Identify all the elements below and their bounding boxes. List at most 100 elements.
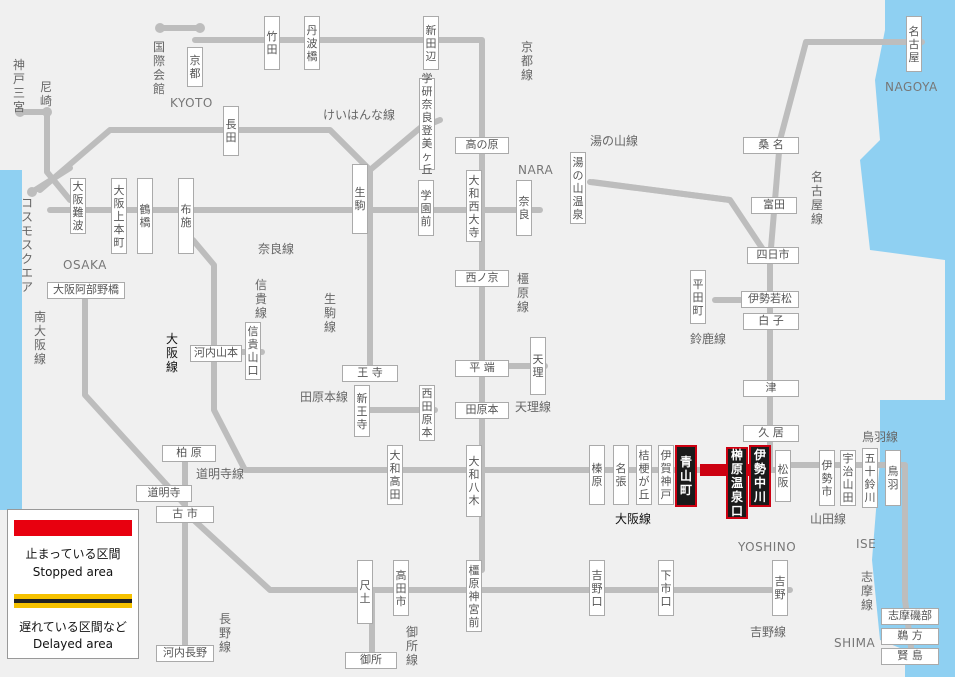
- line-kyoto: [192, 37, 485, 573]
- station-isewakamatsu[interactable]: 伊勢若松: [741, 291, 799, 308]
- sea-east: [860, 0, 955, 677]
- station-nishitawaramoto[interactable]: 西田原本: [419, 385, 435, 441]
- station-gakuenmae[interactable]: 学園前: [418, 180, 434, 236]
- station-tsu[interactable]: 津: [743, 380, 799, 397]
- junction-kokusai: [155, 23, 165, 33]
- station-takanohara[interactable]: 高の原: [455, 137, 509, 154]
- line-label-minamiosakasen: 南大阪線: [33, 310, 46, 366]
- station-nagoya[interactable]: 名古屋: [906, 16, 922, 72]
- station-shimoichiguchi[interactable]: 下市口: [658, 560, 674, 616]
- station-aoyamacho[interactable]: 青山町: [675, 445, 697, 507]
- station-ugata[interactable]: 鵜 方: [881, 628, 939, 645]
- station-hase[interactable]: 榛原: [589, 445, 605, 505]
- line-yoshino: [182, 509, 793, 593]
- station-ikoma[interactable]: 生駒: [352, 164, 368, 234]
- line-keihanna: [37, 117, 443, 193]
- station-kashiharajingumae[interactable]: 橿原神宮前: [466, 560, 482, 632]
- station-cosmosquare: コスモスクエア: [20, 196, 33, 294]
- line-label-osakasen2: 大阪線: [615, 512, 652, 526]
- station-isenakagawa[interactable]: 伊勢中川: [749, 445, 771, 507]
- legend: 止まっている区間 Stopped area 遅れている区間など Delayed …: [7, 509, 139, 659]
- station-oji[interactable]: 王 寺: [342, 365, 398, 382]
- station-kawachinagano[interactable]: 河内長野: [156, 645, 214, 662]
- station-yoshino[interactable]: 吉野: [772, 560, 788, 616]
- station-fuse[interactable]: 布施: [178, 178, 194, 254]
- station-kawachiyamamoto[interactable]: 河内山本: [190, 345, 242, 362]
- station-hirahata[interactable]: 平 端: [455, 360, 509, 377]
- legend-stopped-swatch: [14, 520, 132, 536]
- city-city_kyoto: KYOTO: [170, 96, 213, 110]
- line-label-suzukasen: 鈴鹿線: [690, 332, 727, 346]
- station-nara[interactable]: 奈良: [516, 180, 532, 236]
- station-toba[interactable]: 鳥羽: [885, 450, 901, 506]
- line-label-kyotosen: 京都線: [520, 40, 533, 82]
- station-yunoyamaonsen[interactable]: 湯の山温泉: [570, 152, 586, 224]
- station-shiroko[interactable]: 白 子: [743, 313, 799, 330]
- station-yokkaichi[interactable]: 四日市: [747, 247, 799, 264]
- line-label-yamadasen: 山田線: [810, 512, 847, 526]
- line-cosmo: [29, 165, 73, 195]
- city-city_osaka: OSAKA: [63, 258, 107, 272]
- station-osakanamba[interactable]: 大阪難波: [70, 178, 86, 234]
- station-yamatotakada[interactable]: 大和高田: [387, 445, 403, 505]
- station-kashiwara[interactable]: 柏 原: [162, 445, 216, 462]
- station-shimaisobe[interactable]: 志摩磯部: [881, 608, 939, 625]
- station-tambabashi[interactable]: 丹波橋: [304, 16, 320, 70]
- station-shin_oji[interactable]: 新王寺: [354, 385, 370, 437]
- station-hiratacho[interactable]: 平田町: [690, 270, 706, 324]
- station-ujiyamada[interactable]: 宇治山田: [840, 450, 856, 506]
- station-nishinokyo[interactable]: 西ノ京: [455, 270, 509, 287]
- city-city_shima: SHIMA: [834, 636, 876, 650]
- city-city_ise: ISE: [856, 537, 877, 551]
- station-kyoto[interactable]: 京都: [187, 47, 203, 87]
- line-label-gosesen: 御所線: [405, 625, 418, 667]
- station-kashikojima[interactable]: 賢 島: [881, 648, 939, 665]
- station-matsusaka[interactable]: 松阪: [775, 450, 791, 502]
- station-kobesannomiya: 神戸三宮: [12, 58, 25, 114]
- station-nabari[interactable]: 名張: [613, 445, 629, 505]
- station-gose[interactable]: 御所: [345, 652, 397, 669]
- line-label-shimasen: 志摩線: [860, 570, 873, 612]
- station-ten_ri[interactable]: 天理: [530, 337, 546, 395]
- station-kikyogaoka[interactable]: 桔梗が丘: [636, 445, 652, 505]
- station-tomida[interactable]: 富田: [751, 197, 797, 214]
- station-takeda[interactable]: 竹田: [264, 16, 280, 70]
- station-domyoji[interactable]: 道明寺: [136, 485, 192, 502]
- station-kuwana[interactable]: 桑 名: [743, 137, 799, 154]
- station-isuzugawa[interactable]: 五十鈴川: [862, 448, 878, 508]
- station-takadashi[interactable]: 高田市: [393, 560, 409, 616]
- station-nagaoka[interactable]: 長田: [223, 106, 239, 156]
- station-iseshi[interactable]: 伊勢市: [819, 450, 835, 506]
- station-shintanabe[interactable]: 新田辺: [423, 16, 439, 70]
- legend-stopped-en: Stopped area: [32, 565, 114, 579]
- line-label-tenrisen: 天理線: [515, 400, 552, 414]
- junction-amagasaki: [42, 107, 52, 117]
- sea-west: [0, 170, 22, 510]
- line-label-toba_sen: 鳥羽線: [862, 430, 899, 444]
- station-yamatosaidaiji[interactable]: 大和西大寺: [466, 170, 482, 242]
- station-hisai[interactable]: 久 居: [743, 425, 799, 442]
- junction-cosmo: [27, 187, 37, 197]
- station-shi[interactable]: 尺土: [357, 560, 373, 624]
- station-amagasaki: 尼崎: [39, 80, 52, 108]
- station-osakaabenobashi[interactable]: 大阪阿部野橋: [47, 282, 125, 299]
- station-igakambe[interactable]: 伊賀神戸: [658, 445, 674, 505]
- line-label-kashiharasen: 橿原線: [516, 272, 529, 314]
- line-label-yoshinosen: 吉野線: [750, 625, 787, 639]
- station-gakkennarat[interactable]: 学研奈良登美ヶ丘: [419, 72, 435, 176]
- station-yamatoyagi[interactable]: 大和八木: [466, 445, 482, 517]
- legend-stopped-ja: 止まっている区間: [25, 547, 121, 561]
- station-tsuruhashi[interactable]: 鶴橋: [137, 178, 153, 254]
- station-yoshinoguchi[interactable]: 吉野口: [589, 560, 605, 616]
- station-furuichi[interactable]: 古 市: [156, 506, 214, 523]
- station-osakauehommachi[interactable]: 大阪上本町: [111, 178, 127, 254]
- line-label-domyojisen: 道明寺線: [196, 467, 245, 481]
- station-sakakibaraonsenguchi[interactable]: 榊原温泉口: [726, 447, 748, 519]
- line-label-nagoyasen: 名古屋線: [810, 170, 823, 226]
- city-city_yoshino: YOSHINO: [738, 540, 797, 554]
- legend-delayed-swatch: [14, 594, 132, 608]
- station-shigisanguchi[interactable]: 信貴山口: [245, 322, 261, 380]
- station-tawaramoto[interactable]: 田原本: [455, 402, 509, 419]
- line-label-shigisen: 信貴線: [254, 278, 267, 320]
